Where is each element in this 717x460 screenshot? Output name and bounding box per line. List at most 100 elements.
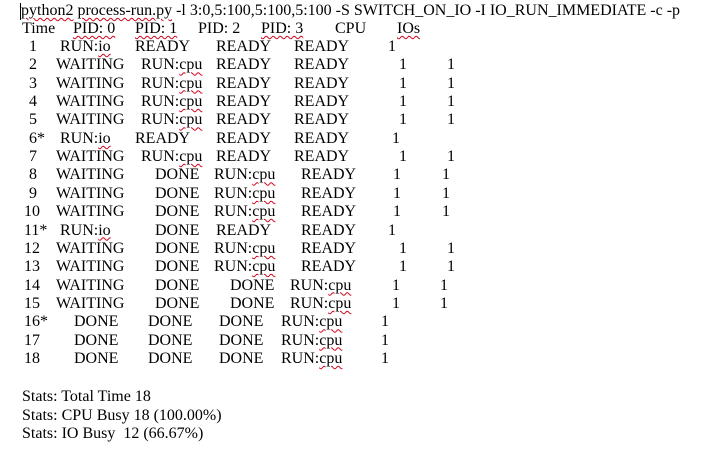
- cpu-cell: 1: [399, 56, 407, 74]
- pid-state-cell: DONE: [74, 349, 119, 367]
- pid-state-cell: RUN:cpu: [141, 74, 203, 92]
- pid-state-cell: WAITING: [56, 93, 125, 111]
- pid-state-cell: READY: [294, 111, 350, 129]
- io-cell: 1: [447, 111, 455, 129]
- cpu-cell: 1: [393, 166, 401, 184]
- pid-state-cell: DONE: [155, 276, 200, 294]
- stats-line: Stats: IO Busy 12 (66.67%): [22, 425, 204, 442]
- pid-state-cell: DONE: [219, 331, 264, 349]
- io-cell: 1: [447, 74, 455, 92]
- pid-state-cell: DONE: [219, 349, 264, 367]
- pid-state-cell: DONE: [230, 276, 275, 294]
- time-cell: 2: [29, 56, 37, 74]
- io-cell: 1: [440, 294, 448, 312]
- command-part: process-run.py: [77, 2, 173, 19]
- pid-state-cell: WAITING: [56, 203, 125, 221]
- pid-state-cell: DONE: [155, 184, 200, 202]
- pid-state-cell: READY: [294, 129, 350, 147]
- pid-state-cell: DONE: [148, 349, 193, 367]
- time-cell: 14: [24, 276, 40, 294]
- pid-state-cell: RUN:cpu: [281, 313, 343, 331]
- cpu-cell: 1: [388, 221, 396, 239]
- pid-state-cell: DONE: [155, 203, 200, 221]
- io-cell: 1: [442, 166, 450, 184]
- pid-state-cell: WAITING: [56, 294, 125, 312]
- time-cell: 13: [24, 258, 40, 276]
- pid-state-cell: READY: [301, 184, 357, 202]
- io-cell: 1: [447, 148, 455, 166]
- time-cell: 11*: [24, 221, 48, 239]
- cpu-cell: 1: [392, 129, 400, 147]
- pid-state-cell: READY: [294, 56, 350, 74]
- pid-state-cell: DONE: [74, 331, 119, 349]
- pid-state-cell: WAITING: [56, 56, 125, 74]
- pid-state-cell: RUN:cpu: [214, 258, 276, 276]
- time-cell: 18: [24, 349, 40, 367]
- pid-state-cell: READY: [216, 111, 272, 129]
- cpu-cell: 1: [399, 258, 407, 276]
- cpu-cell: 1: [381, 349, 389, 367]
- io-cell: 1: [442, 203, 450, 221]
- pid-state-cell: READY: [216, 56, 272, 74]
- cpu-cell: 1: [393, 203, 401, 221]
- pid-state-cell: WAITING: [56, 276, 125, 294]
- pid-state-cell: WAITING: [56, 148, 125, 166]
- pid-state-cell: RUN:cpu: [290, 276, 352, 294]
- time-cell: 17: [24, 331, 40, 349]
- stats-line: Stats: Total Time 18: [22, 388, 151, 405]
- cpu-cell: 1: [381, 313, 389, 331]
- cpu-cell: 1: [399, 74, 407, 92]
- time-cell: 15: [24, 294, 40, 312]
- io-cell: 1: [442, 184, 450, 202]
- pid-state-cell: DONE: [155, 166, 200, 184]
- time-cell: 12: [24, 239, 40, 257]
- pid-state-cell: WAITING: [56, 74, 125, 92]
- cpu-cell: 1: [399, 239, 407, 257]
- pid-state-cell: READY: [301, 203, 357, 221]
- pid-state-cell: DONE: [155, 294, 200, 312]
- pid-state-cell: READY: [301, 258, 357, 276]
- pid-state-cell: DONE: [230, 294, 275, 312]
- io-cell: 1: [447, 258, 455, 276]
- cpu-cell: 1: [388, 38, 396, 55]
- pid-state-cell: RUN:cpu: [141, 93, 203, 111]
- pid-state-cell: WAITING: [56, 258, 125, 276]
- command-part: -l 3:0,5:100,5:100,5:100 -S SWITCH_ON_IO…: [172, 2, 681, 19]
- time-cell: 16*: [24, 313, 48, 331]
- header-cell: Time: [22, 20, 56, 37]
- header-cell: PID: 1: [135, 20, 178, 37]
- time-cell: 5: [29, 111, 37, 129]
- time-cell: 10: [24, 203, 40, 221]
- time-cell: 7: [29, 148, 37, 166]
- time-cell: 3: [29, 74, 37, 92]
- time-cell: 6*: [29, 129, 45, 147]
- pid-state-cell: READY: [294, 74, 350, 92]
- pid-state-cell: READY: [135, 38, 191, 55]
- pid-state-cell: DONE: [219, 313, 264, 331]
- cpu-cell: 1: [393, 184, 401, 202]
- pid-state-cell: WAITING: [56, 239, 125, 257]
- time-cell: 9: [29, 184, 37, 202]
- stats-line: Stats: CPU Busy 18 (100.00%): [22, 406, 222, 424]
- time-cell: 1: [29, 38, 37, 55]
- pid-state-cell: RUN:cpu: [214, 184, 276, 202]
- pid-state-cell: WAITING: [56, 166, 125, 184]
- pid-state-cell: READY: [216, 93, 272, 111]
- io-cell: 1: [447, 93, 455, 111]
- io-cell: 1: [447, 239, 455, 257]
- pid-state-cell: WAITING: [56, 111, 125, 129]
- pid-state-cell: RUN:cpu: [214, 166, 276, 184]
- pid-state-cell: WAITING: [56, 184, 125, 202]
- cpu-cell: 1: [381, 331, 389, 349]
- pid-state-cell: RUN:cpu: [214, 239, 276, 257]
- pid-state-cell: READY: [216, 148, 272, 166]
- cpu-cell: 1: [392, 294, 400, 312]
- pid-state-cell: READY: [216, 221, 272, 239]
- time-cell: 4: [29, 93, 37, 111]
- cpu-cell: 1: [399, 148, 407, 166]
- header-cell: CPU: [335, 20, 367, 37]
- cpu-cell: 1: [392, 276, 400, 294]
- pid-state-cell: READY: [135, 129, 191, 147]
- pid-state-cell: READY: [294, 38, 350, 55]
